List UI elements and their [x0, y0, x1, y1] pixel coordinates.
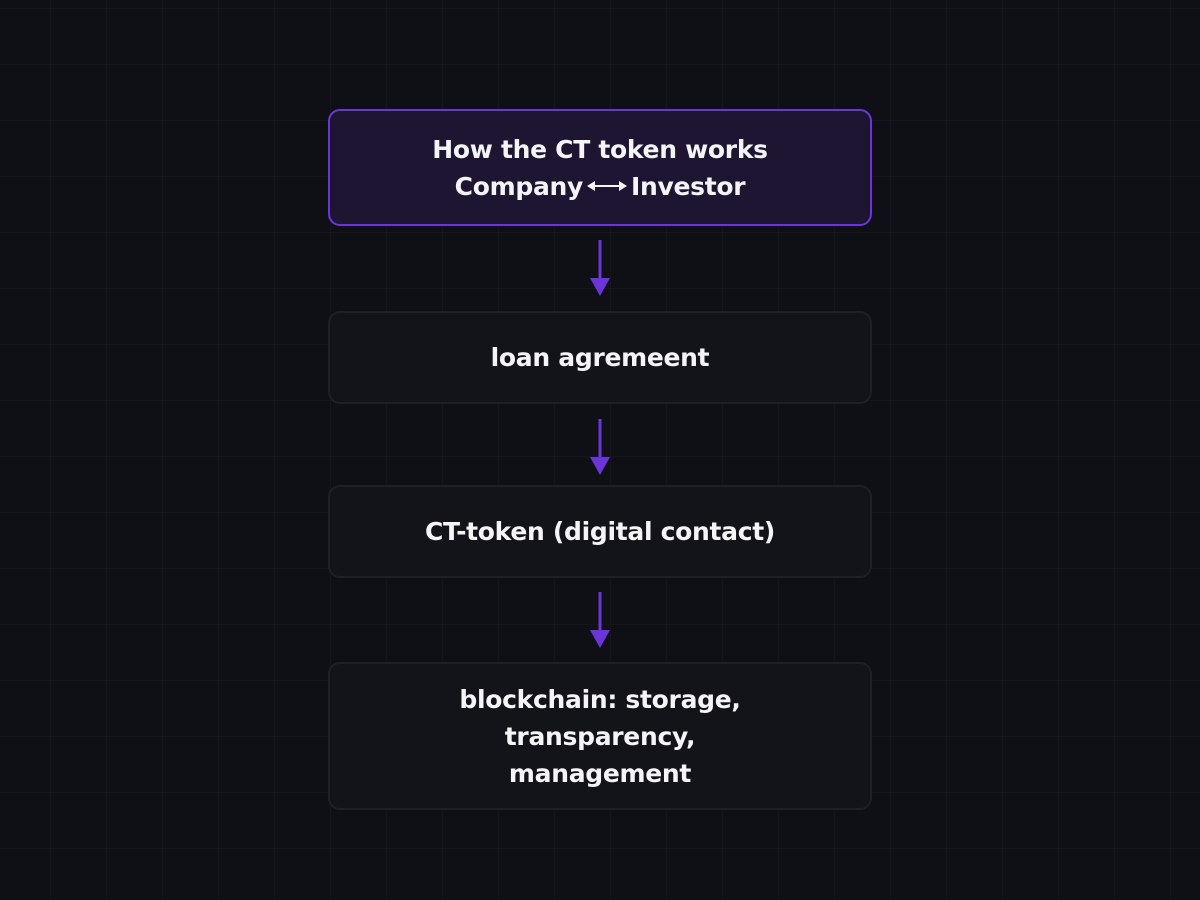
title-box: How the CT token works Company Investor	[328, 109, 872, 226]
party-investor: Investor	[631, 171, 746, 201]
step-loan-label: loan agremeent	[490, 343, 710, 372]
title-line-1: How the CT token works	[432, 134, 768, 164]
arrow-down-icon	[590, 419, 610, 475]
double-arrow-icon	[587, 181, 628, 191]
step-chain-line-1: blockchain: storage, transparency,	[459, 684, 741, 751]
step-ct-token: CT-token (digital contact)	[328, 485, 872, 578]
arrow-down-icon	[590, 240, 610, 296]
step-token-label: CT-token (digital contact)	[424, 517, 776, 546]
step-loan-agreement: loan agremeent	[328, 311, 872, 404]
step-chain-line-2: management	[508, 758, 692, 788]
arrow-down-icon	[590, 592, 610, 648]
title-line-2: Company Investor	[455, 168, 746, 205]
step-blockchain: blockchain: storage, transparency, manag…	[328, 662, 872, 810]
party-company: Company	[454, 171, 584, 201]
